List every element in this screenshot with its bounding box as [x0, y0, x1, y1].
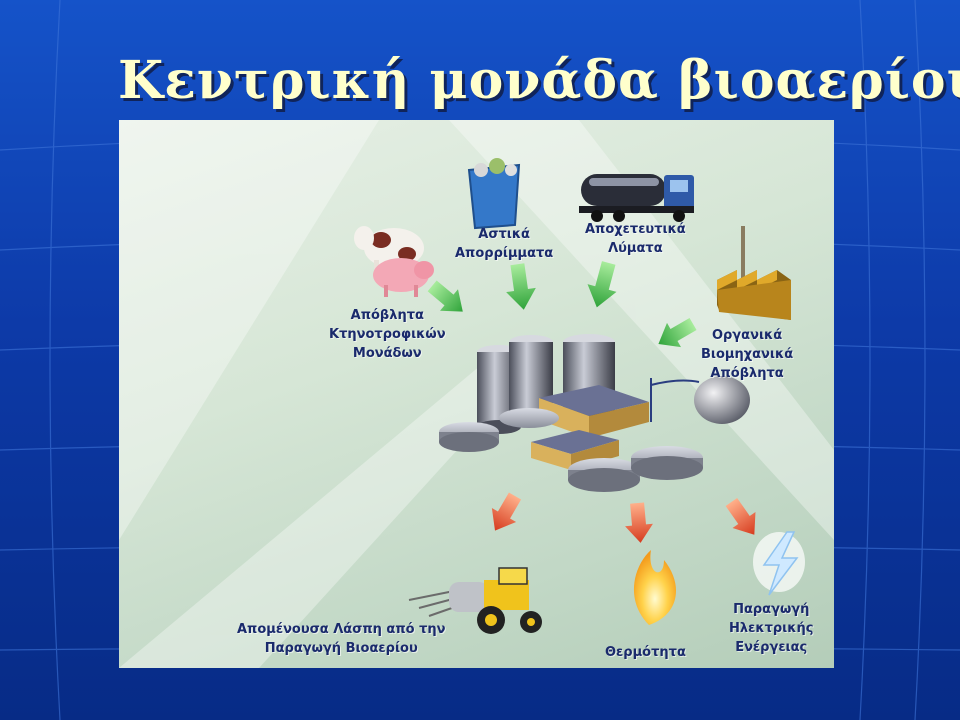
- biogas-diagram-panel: Απόβλητα Κτηνοτροφικών Μονάδων Αστικά Απ…: [119, 120, 834, 668]
- label-heat: Θερμότητα: [605, 643, 686, 662]
- label-line: Βιομηχανικά: [701, 345, 793, 364]
- arrow-to-electricity: [720, 494, 766, 543]
- label-line: Απόβλητα: [701, 364, 793, 383]
- label-line: Κτηνοτροφικών: [329, 325, 446, 344]
- label-digestate: Απομένουσα Λάσπη από την Παραγωγή Βιοαερ…: [237, 620, 445, 658]
- trash-bin-icon: [469, 158, 519, 228]
- arrow-to-heat: [623, 502, 654, 544]
- label-line: Οργανικά: [701, 326, 793, 345]
- label-line: Θερμότητα: [605, 643, 686, 662]
- label-line: Μονάδων: [329, 344, 446, 363]
- label-line: Παραγωγή: [729, 600, 813, 619]
- lightning-icon: [753, 532, 805, 595]
- arrow-from-municipal: [503, 262, 539, 312]
- cow-pig-icon: [354, 226, 434, 297]
- label-line: Ηλεκτρικής: [729, 619, 813, 638]
- flame-icon: [634, 550, 676, 625]
- label-line: Λύματα: [585, 239, 686, 258]
- label-municipal-waste: Αστικά Απορρίμματα: [455, 225, 553, 263]
- slide-title: Κεντρική μονάδα βιοαερίου: [118, 50, 960, 111]
- label-line: Αποχετευτικά: [585, 220, 686, 239]
- label-sewage: Αποχετευτικά Λύματα: [585, 220, 686, 258]
- label-livestock-waste: Απόβλητα Κτηνοτροφικών Μονάδων: [329, 306, 446, 363]
- label-line: Απομένουσα Λάσπη από την: [237, 620, 445, 639]
- label-industrial-waste: Οργανικά Βιομηχανικά Απόβλητα: [701, 326, 793, 383]
- output-arrows: [483, 489, 766, 544]
- label-line: Παραγωγή Βιοαερίου: [237, 639, 445, 658]
- label-line: Απόβλητα: [329, 306, 446, 325]
- arrow-to-digestate: [483, 489, 527, 538]
- label-line: Απορρίμματα: [455, 244, 553, 263]
- diagram-canvas: [119, 120, 834, 668]
- label-line: Αστικά: [455, 225, 553, 244]
- label-line: Ενέργειας: [729, 638, 813, 657]
- label-electricity: Παραγωγή Ηλεκτρικής Ενέργειας: [729, 600, 813, 657]
- factory-icon: [717, 226, 791, 320]
